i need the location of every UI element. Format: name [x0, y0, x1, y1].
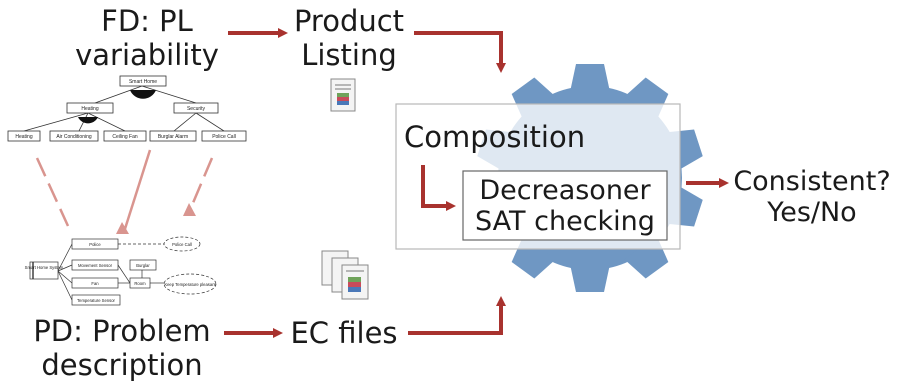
- fd-leaf-air-conditioning: Air Conditioning: [56, 134, 92, 140]
- pd-req-keep-temperature: Keep Temperature pleasant: [164, 282, 216, 287]
- ec-files-label: EC files: [290, 316, 398, 350]
- product-label-line1: Product: [293, 4, 405, 38]
- diagram-canvas: Smart Home Heating Security Heating Air …: [7, 4, 896, 382]
- product-label-line2: Listing: [301, 38, 397, 72]
- fd-group-security: Security: [187, 106, 206, 112]
- decreasoner-box: [462, 170, 668, 241]
- feature-diagram-labels: Smart Home Heating Security Heating Air …: [15, 79, 235, 140]
- pd-domain-temperature-sensor: Temperature Sensor: [77, 298, 116, 303]
- product-listing-label: Product Listing: [288, 4, 410, 72]
- feature-diagram: [7, 75, 247, 142]
- fd-leaf-burglar-alarm: Burglar Alarm: [158, 134, 188, 140]
- pd-domain-room: Room: [134, 281, 146, 286]
- decreasoner-label: Decreasoner SAT checking: [463, 175, 667, 237]
- fd-leaf-police-call: Police Call: [212, 134, 236, 140]
- fd-root: Smart Home: [129, 79, 157, 85]
- consistent-label-line1: Consistent?: [733, 166, 891, 197]
- pd-label-line2: description: [41, 348, 203, 382]
- decreasoner-label-line2: SAT checking: [475, 206, 655, 237]
- mapping-arrow-middle: [122, 149, 152, 233]
- fd-label-line1: FD: PL: [101, 4, 193, 38]
- pd-label: PD: Problem description: [22, 314, 222, 382]
- document-icon: [330, 78, 356, 112]
- diagram-graphics: Smart Home Heating Security Heating Air …: [7, 28, 729, 338]
- arrow-product-to-gear: [414, 31, 506, 73]
- fd-label-line2: variability: [75, 38, 219, 72]
- arrow-ec-to-gear: [408, 296, 506, 335]
- pd-domain-police: Police: [89, 242, 101, 247]
- pd-domain-movement-sensor: Movement Sensor: [78, 263, 113, 268]
- pd-domain-fan: Fan: [91, 281, 99, 286]
- arrow-composition-to-sat: [421, 165, 456, 211]
- pd-domain-burglar: Burglar: [136, 263, 150, 268]
- fd-leaf-heating: Heating: [15, 134, 32, 140]
- fd-label: FD: PL variability: [72, 4, 222, 72]
- decreasoner-label-line1: Decreasoner: [479, 175, 651, 206]
- documents-stack-icon: [321, 250, 369, 300]
- consistent-label: Consistent? Yes/No: [728, 166, 896, 228]
- mapping-arrow-right: [188, 157, 214, 211]
- mapping-arrows: [35, 149, 214, 234]
- problem-diagram: [29, 236, 217, 306]
- pd-label-line1: PD: Problem: [33, 314, 211, 348]
- fd-group-heating: Heating: [81, 106, 98, 112]
- composition-label: Composition: [404, 120, 586, 154]
- consistent-label-line2: Yes/No: [767, 197, 857, 228]
- mapping-arrow-left: [35, 157, 70, 227]
- flow-arrows: [224, 28, 729, 338]
- pd-req-police-call: Police Call: [172, 242, 192, 247]
- fd-leaf-ceiling-fan: Ceiling Fan: [112, 134, 138, 140]
- pd-machine: Smart Home System: [25, 265, 64, 270]
- problem-diagram-labels: Smart Home System Police Movement Sensor…: [25, 242, 217, 303]
